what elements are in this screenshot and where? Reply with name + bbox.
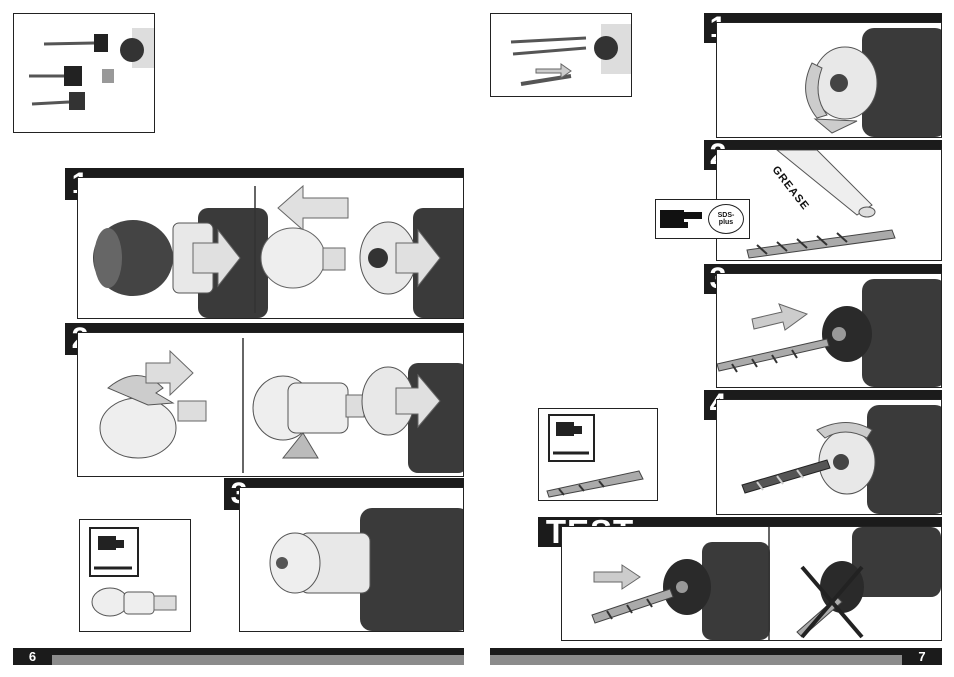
- insert-bit-illustration: [717, 274, 941, 387]
- sds-plus-badge: SDS- plus: [708, 204, 744, 234]
- footer-bar-right: [490, 648, 942, 655]
- grease-tube-illustration: [717, 150, 941, 260]
- tool-mode-info-box: [79, 519, 191, 632]
- right-step-2-header-bar: [704, 140, 942, 149]
- drill-chuck-overview-icon: [14, 14, 154, 132]
- step-3-panel: [239, 487, 464, 632]
- right-step-1-header-bar: [704, 13, 942, 22]
- drill-mode-icon: [80, 520, 190, 631]
- assembled-chuck-illustration: [240, 488, 463, 631]
- hammer-mode-info-box: [538, 408, 658, 501]
- rotate-lock-illustration: [717, 23, 941, 137]
- release-lock-illustration: [717, 400, 941, 514]
- remove-chuck-illustration: [78, 178, 463, 318]
- page-number-left: 6: [29, 649, 36, 664]
- right-step-4-header-bar: [704, 390, 942, 399]
- page-number-right: 7: [918, 649, 925, 664]
- hammer-drill-mode-icon: [539, 409, 657, 500]
- sds-bits-overview-icon: [491, 14, 631, 96]
- test-bit-lock-illustration: [562, 527, 941, 640]
- footer-bar-left: [13, 648, 464, 655]
- right-step-4-panel: [716, 399, 942, 515]
- disassemble-adapter-illustration: [78, 333, 463, 476]
- page-number-left-box: 6: [13, 648, 52, 665]
- footer-gray-left: [52, 655, 464, 665]
- step-1-panel: [77, 177, 464, 319]
- step-2-header-bar: [65, 323, 464, 332]
- test-panel: [561, 526, 942, 641]
- step-3-header-bar: [224, 478, 464, 487]
- right-step-3-panel: [716, 273, 942, 388]
- right-step-1-panel: [716, 22, 942, 138]
- sds-label-line1: SDS-: [718, 212, 735, 219]
- overview-illustration-right: [490, 13, 632, 97]
- overview-illustration-left: [13, 13, 155, 133]
- footer-gray-right: [490, 655, 902, 665]
- sds-label-line2: plus: [719, 219, 733, 226]
- step-1-header-bar: [65, 168, 464, 177]
- page-number-right-box: 7: [902, 648, 942, 665]
- step-2-panel: [77, 332, 464, 477]
- right-step-3-header-bar: [704, 264, 942, 273]
